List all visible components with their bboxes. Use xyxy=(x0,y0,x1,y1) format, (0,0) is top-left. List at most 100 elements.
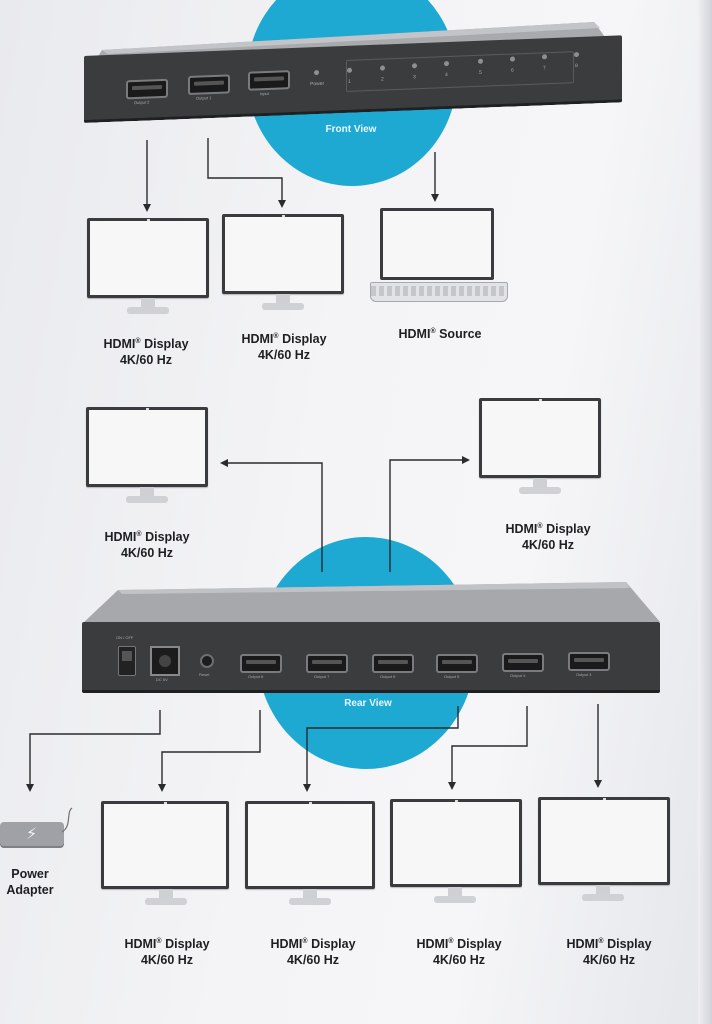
reset-label: Reset xyxy=(199,672,210,677)
lightning-icon: ⚡ xyxy=(26,826,38,843)
caption-spec: 4K/60 Hz xyxy=(119,353,173,368)
caption-reg: ® xyxy=(537,523,543,530)
power-caption-line2: Adapter xyxy=(6,883,54,897)
caption-brand: HDMI xyxy=(566,937,599,952)
caption-brand: HDMI xyxy=(104,530,137,545)
caption-reg: ® xyxy=(448,938,454,945)
page-edge-shadow xyxy=(698,0,712,1024)
laptop-keyboard xyxy=(370,282,508,302)
caption-spec: 4K/60 Hz xyxy=(120,546,174,561)
hdmi-port-icon xyxy=(240,654,282,673)
display-caption: HDMI® Display 4K/60 Hz xyxy=(486,519,610,553)
caption-reg: ® xyxy=(430,328,436,335)
caption-kind: Display xyxy=(141,530,190,545)
monitor-icon xyxy=(87,218,211,318)
power-adapter-caption: Power Adapter xyxy=(0,866,62,898)
display-caption: HDMI® Display 4K/60 Hz xyxy=(106,934,228,968)
hdmi-port-icon xyxy=(568,652,610,671)
monitor-neck xyxy=(596,885,610,895)
front-view-label: Front View xyxy=(325,124,377,135)
caption-brand: HDMI xyxy=(505,522,538,537)
caption-kind: Display xyxy=(453,937,502,952)
monitor-base xyxy=(519,487,561,494)
caption-reg: ® xyxy=(598,938,604,945)
port-label: Output 3 xyxy=(576,672,592,677)
caption-brand: HDMI xyxy=(124,937,157,952)
caption-reg: ® xyxy=(273,333,279,340)
caption-reg: ® xyxy=(135,338,141,345)
arrow-to-display-b2 xyxy=(303,706,459,792)
display-caption: HDMI® Display 4K/60 Hz xyxy=(86,527,208,561)
monitor-screen xyxy=(245,801,375,889)
monitor-base xyxy=(145,898,187,905)
monitor-base xyxy=(126,496,168,503)
caption-kind: Source xyxy=(435,327,482,342)
monitor-icon xyxy=(245,801,375,905)
caption-spec: 4K/60 Hz xyxy=(521,538,575,553)
monitor-base xyxy=(127,307,169,314)
monitor-screen xyxy=(87,218,209,298)
arrow-to-display-b3 xyxy=(448,706,528,790)
caption-spec: 4K/60 Hz xyxy=(432,953,486,968)
power-cable xyxy=(61,807,73,833)
caption-kind: Display xyxy=(161,937,210,952)
device-top-surface xyxy=(82,582,660,624)
monitor-icon xyxy=(479,398,603,498)
hdmi-port-icon xyxy=(372,654,414,673)
caption-brand: HDMI xyxy=(241,332,274,347)
switch-toggle xyxy=(122,651,132,661)
laptop-icon xyxy=(370,208,510,312)
caption-brand: HDMI xyxy=(416,937,449,952)
monitor-icon xyxy=(538,797,670,901)
arrow-to-power-adapter xyxy=(26,710,161,792)
display-caption: HDMI® Display 4K/60 Hz xyxy=(398,934,520,968)
power-adapter-icon: ⚡ xyxy=(0,822,64,848)
monitor-neck xyxy=(276,294,290,304)
monitor-icon xyxy=(86,407,210,507)
port-label: Output 5 xyxy=(444,674,460,679)
monitor-neck xyxy=(303,889,317,899)
display-caption: HDMI® Display 4K/60 Hz xyxy=(548,934,670,968)
power-caption-line1: Power xyxy=(11,867,49,881)
caption-kind: Display xyxy=(542,522,591,537)
monitor-base xyxy=(434,896,476,903)
caption-kind: Display xyxy=(307,937,356,952)
hdmi-splitter-front: Output 2 Output 1 Input Power 1 2 3 4 5 … xyxy=(84,22,624,128)
caption-kind: Display xyxy=(140,337,189,352)
device-rear-panel: ON / OFF DC 5V Reset Output 8 Output 7 O… xyxy=(82,622,660,693)
caption-spec: 4K/60 Hz xyxy=(140,953,194,968)
monitor-neck xyxy=(159,889,173,899)
hdmi-splitter-rear: ON / OFF DC 5V Reset Output 8 Output 7 O… xyxy=(82,582,662,696)
power-switch xyxy=(118,646,136,676)
monitor-screen xyxy=(222,214,344,294)
port-label: Output 7 xyxy=(314,674,330,679)
arrow-to-display-mid-right xyxy=(389,456,470,572)
reset-button xyxy=(200,654,214,668)
switch-label: ON / OFF xyxy=(116,635,134,640)
dc-label: DC 5V xyxy=(156,677,168,682)
monitor-screen xyxy=(479,398,601,478)
monitor-icon xyxy=(222,214,346,314)
caption-brand: HDMI xyxy=(103,337,136,352)
port-label: Output 6 xyxy=(380,674,396,679)
laptop-screen xyxy=(380,208,494,280)
port-label: Output 4 xyxy=(510,673,526,678)
caption-spec: 4K/60 Hz xyxy=(582,953,636,968)
caption-kind: Display xyxy=(603,937,652,952)
hdmi-port-icon xyxy=(436,654,478,673)
monitor-base xyxy=(262,303,304,310)
hdmi-port-icon xyxy=(502,653,544,672)
rear-view-label: Rear View xyxy=(344,698,392,709)
arrow-to-display-b1 xyxy=(158,710,261,792)
port-label: Output 8 xyxy=(248,674,264,679)
monitor-screen xyxy=(390,799,522,887)
dc-jack-hole xyxy=(159,655,171,667)
monitor-base xyxy=(582,894,624,901)
caption-brand: HDMI xyxy=(398,327,431,342)
monitor-screen xyxy=(101,801,229,889)
monitor-screen xyxy=(86,407,208,487)
display-caption: HDMI® Display 4K/60 Hz xyxy=(252,934,374,968)
arrow-to-display-2 xyxy=(207,138,286,208)
